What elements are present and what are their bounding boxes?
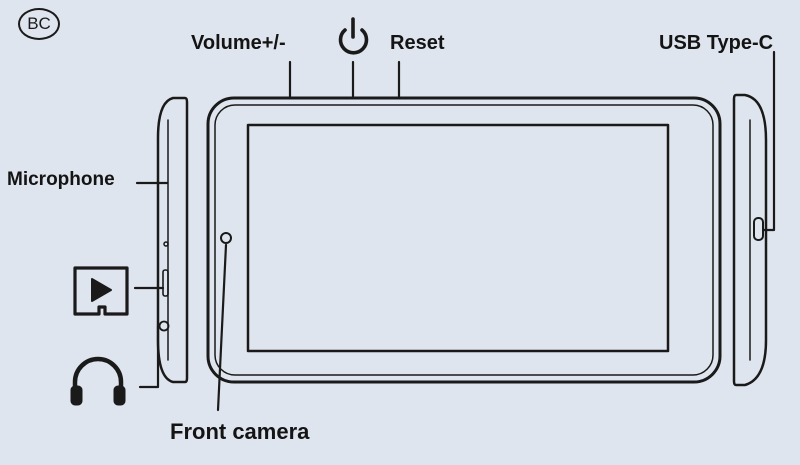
microsd-card-icon xyxy=(73,266,129,316)
tablet-front-view xyxy=(206,96,722,384)
tablet-screen xyxy=(246,123,670,353)
tablet-right-side-view xyxy=(732,93,768,387)
headphone-jack xyxy=(158,320,170,332)
microphone-hole xyxy=(163,241,169,247)
reset-label: Reset xyxy=(390,32,445,54)
headphone-leader xyxy=(138,324,160,389)
front-camera-lens xyxy=(220,232,232,244)
microphone-label: Microphone xyxy=(7,169,115,190)
microsd-slot xyxy=(162,269,169,297)
power-icon xyxy=(338,17,369,55)
usb-leader xyxy=(761,50,776,232)
headphones-icon xyxy=(70,356,126,406)
front-camera-leader xyxy=(216,243,228,412)
usb-type-c-label: USB Type-C xyxy=(659,32,774,54)
front-camera-label: Front camera xyxy=(170,419,310,444)
tablet-left-side-view xyxy=(156,96,189,384)
usb-c-port xyxy=(753,217,764,241)
volume-label: Volume+/- xyxy=(191,32,286,54)
bc-badge: BC xyxy=(18,8,60,40)
